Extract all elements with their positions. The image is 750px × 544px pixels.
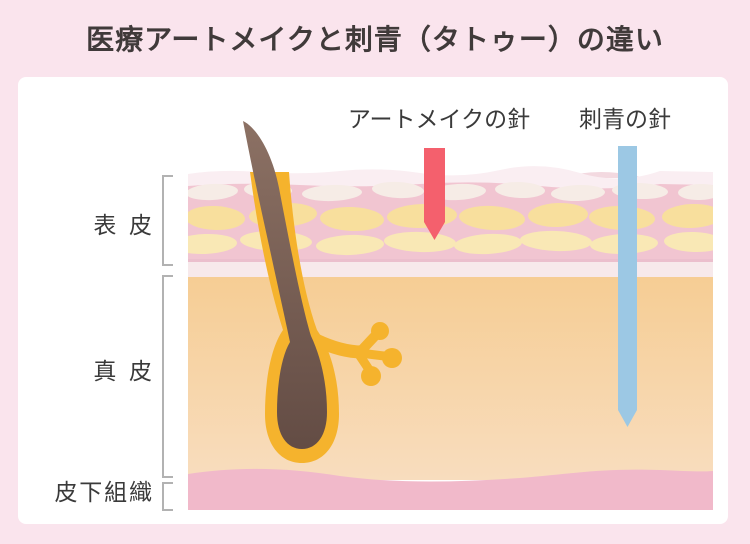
tattoo-needle-label: 刺青の針 [579,107,671,133]
artmakeup-needle-label: アートメイクの針 [347,107,531,133]
subcutaneous-bracket [162,482,173,511]
basal-band [188,262,713,277]
epidermis-label: 表皮 [30,213,152,240]
subcutaneous-label: 皮下組織 [30,480,152,507]
tattoo-needle [618,146,637,427]
hair-shaft [243,121,327,449]
page-title: 医療アートメイクと刺青（タトゥー）の違い [86,23,664,56]
dermis-label-text: 真皮 [93,359,165,385]
epidermis-label-text: 表皮 [93,213,165,239]
subcutaneous-label-text: 皮下組織 [54,480,154,506]
sebaceous-gland [309,322,402,386]
dermis-bracket [162,275,173,478]
hair-follicle [243,121,402,463]
subcutaneous-layer [188,468,713,510]
artmakeup-needle [424,148,445,240]
skin-surface-band [188,166,713,190]
dermis-label: 真皮 [30,359,152,386]
epidermis-bracket [162,175,173,266]
basal-shadow-line [188,259,713,263]
